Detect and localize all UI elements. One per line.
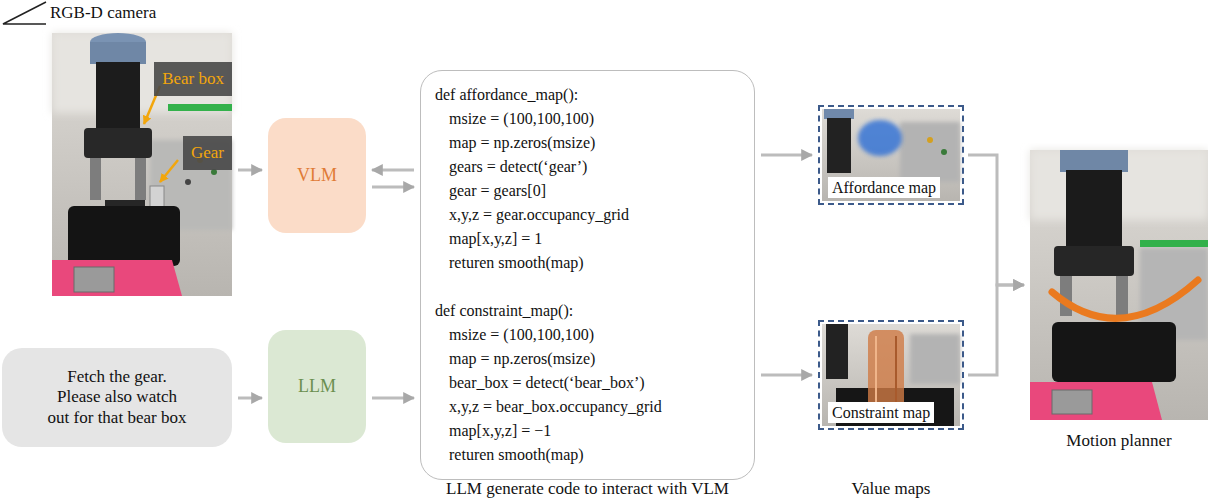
pink-base [52, 260, 182, 296]
machine-dot [941, 149, 947, 155]
caption-label: LLM generate code to interact with VLM [420, 479, 755, 499]
code-line: map = np.zeros(msize) [435, 347, 740, 371]
robot-photo [52, 33, 232, 296]
bear-box-object [1052, 322, 1176, 382]
constraint-image [822, 324, 960, 426]
flow-arrow [238, 397, 262, 400]
instruction-text: Fetch the gear. Please also watch out fo… [46, 367, 188, 428]
machine-dot [185, 179, 191, 185]
flow-arrow [761, 374, 812, 377]
gripper-finger [90, 158, 101, 200]
robot-cap [90, 42, 146, 64]
photo-wall [52, 33, 232, 113]
robot-cap [1060, 150, 1128, 172]
code-line: def affordance_map(): [435, 83, 740, 107]
code-line: gear = gears[0] [435, 179, 740, 203]
code-line: map = np.zeros(msize) [435, 131, 740, 155]
map-ground [822, 324, 960, 426]
volume-stripe [875, 336, 877, 408]
code-line: gears = detect(‘gear’) [435, 155, 740, 179]
code-line: returen smooth(map) [435, 443, 740, 467]
code-line: def constraint_map(): [435, 299, 740, 323]
flow-arrow [372, 397, 414, 400]
robot-arm [826, 324, 848, 379]
machine-rail [910, 334, 960, 384]
camera-icon [3, 2, 46, 24]
robot-gripper [1054, 246, 1134, 276]
planner-image [1030, 150, 1208, 420]
affordance-image [822, 109, 960, 201]
photo-ground [52, 33, 232, 296]
camera-label: RGB-D camera [50, 2, 156, 24]
value-map: Constraint map [818, 320, 964, 430]
camera-wedge [3, 2, 46, 24]
code-line: msize = (100,100,100) [435, 107, 740, 131]
model-box: LLM [268, 330, 366, 443]
callout-box: Gear [183, 136, 232, 170]
code-line: returen smooth(map) [435, 251, 740, 275]
constraint-volume [868, 330, 904, 412]
map-label: Constraint map [828, 402, 934, 423]
machine-rail [900, 122, 960, 182]
bear-box-object [68, 206, 180, 266]
robot-arm [827, 118, 851, 173]
code-box: def affordance_map():msize = (100,100,10… [420, 70, 755, 480]
callout-text: Gear [191, 142, 224, 164]
instruction-box: Fetch the gear. Please also watch out fo… [2, 348, 232, 447]
base-part [1052, 390, 1092, 414]
base-part [74, 267, 114, 292]
gripper-finger [135, 158, 146, 200]
robot-arm [96, 62, 140, 130]
flow-arrow [372, 169, 414, 172]
code-line: bear_box = detect(‘bear_box’) [435, 371, 740, 395]
caption-label: Value maps [818, 479, 964, 499]
leader-arrow [160, 160, 178, 182]
flow-arrow [238, 169, 262, 172]
model-box: VLM [268, 118, 366, 233]
planner-panel: Motion planner [1030, 150, 1208, 420]
green-strip [168, 104, 232, 111]
map-label: Affordance map [828, 177, 940, 198]
flow-arrow [372, 186, 414, 189]
callout-text: Bear box [162, 68, 224, 90]
flow-arrow [968, 285, 1024, 375]
code-line: map[x,y,z] = −1 [435, 419, 740, 443]
volume-stripe [895, 336, 897, 408]
code-line: map[x,y,z] = 1 [435, 227, 740, 251]
photo-panel: RGB-D cameraBear boxGear [52, 33, 232, 296]
planner-label: Motion planner [1030, 430, 1208, 452]
callout-box: Bear box [154, 62, 232, 96]
code-line: x,y,z = bear_box.occupancy_grid [435, 395, 740, 419]
flow-arrow [761, 154, 812, 157]
robot-cap [824, 109, 854, 119]
map-ground [822, 109, 960, 201]
green-strip [1140, 240, 1208, 247]
motion-path [1052, 280, 1198, 318]
gripper-finger [1116, 276, 1128, 316]
robot-gripper [84, 128, 152, 158]
model-name: LLM [298, 376, 336, 397]
model-name: VLM [297, 165, 337, 186]
code-line: msize = (100,100,100) [435, 323, 740, 347]
code-line: x,y,z = gear.occupancy_grid [435, 203, 740, 227]
value-map: Affordance map [818, 105, 964, 205]
affordance-blob [858, 120, 902, 156]
pink-base [1030, 382, 1162, 420]
flow-arrow [968, 155, 1024, 285]
robot-arm [1066, 170, 1122, 248]
photo-ground [1030, 150, 1208, 420]
machine-dot [927, 137, 933, 143]
